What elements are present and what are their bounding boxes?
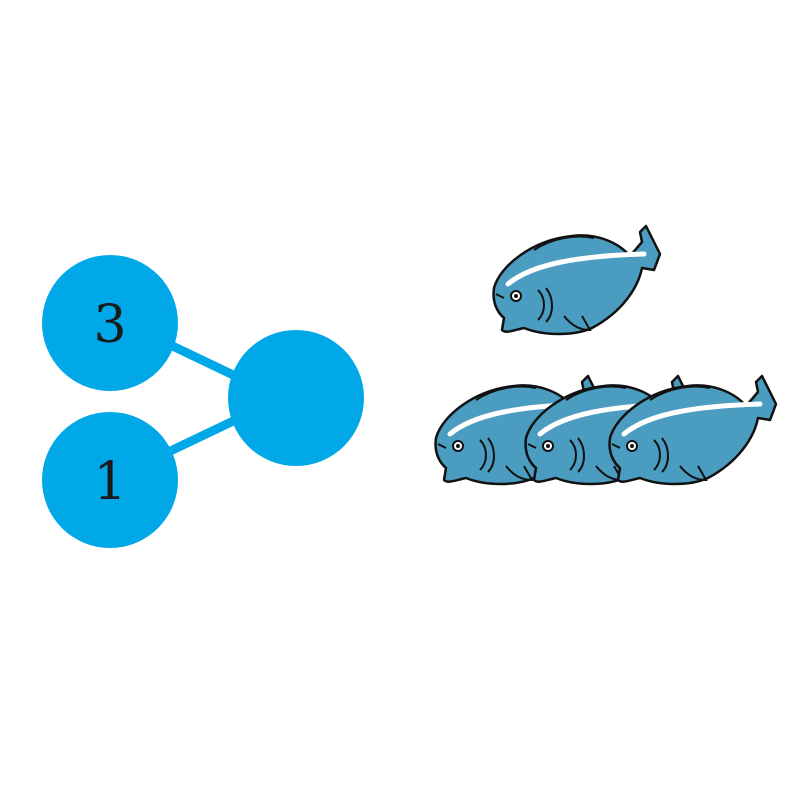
fish-group-bottom [436,376,776,484]
fish-icon [494,226,660,334]
part-node-top [42,255,178,391]
part-node-bottom [42,412,178,548]
part-node-top-label: 3 [93,295,126,355]
whole-node [228,330,364,466]
part-node-bottom-label: 1 [93,452,126,512]
fish-group-top [494,226,660,334]
